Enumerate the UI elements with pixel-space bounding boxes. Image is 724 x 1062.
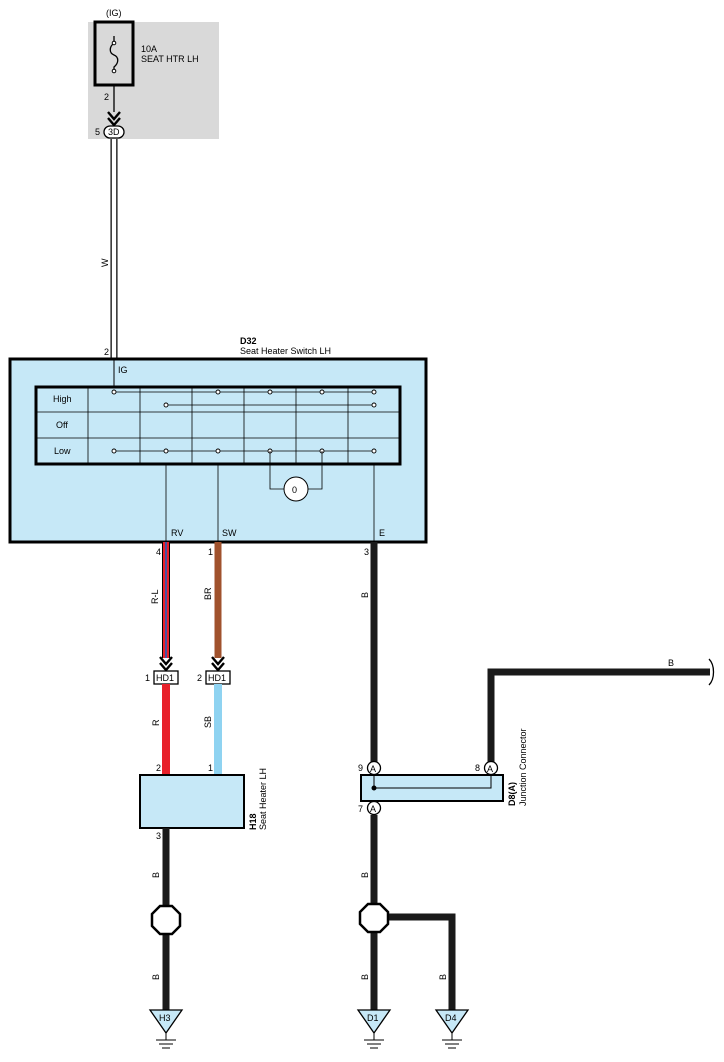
switch-ig-pin: 2 — [104, 347, 109, 357]
fuse-terminal-top — [111, 40, 117, 46]
wire-b-d1-label: B — [360, 974, 370, 980]
junction-pin-8: 8 — [475, 763, 480, 773]
junction-tag-9 — [366, 760, 382, 776]
heater-code: H18 — [248, 813, 258, 830]
ground-h3-icon — [148, 1009, 184, 1035]
junction-tag-7-label: A — [370, 804, 376, 814]
chevron-hd1-1a-icon — [159, 656, 173, 666]
fuse-terminal-bottom — [111, 68, 117, 74]
ground-d1-icon — [356, 1009, 392, 1035]
junction-node — [371, 785, 377, 791]
ground-h3-label: H3 — [159, 1013, 171, 1023]
wire-b-d4-label: B — [438, 974, 448, 980]
ground-h3-symbol — [156, 1033, 176, 1049]
switch-ig-label: IG — [118, 365, 128, 375]
junction-name: Junction Connector — [518, 728, 528, 806]
heater-name: Seat Heater LH — [258, 768, 268, 830]
wire-b-e-label: B — [360, 592, 370, 598]
terminal-rv-pin: 4 — [156, 547, 161, 557]
wire-b-top — [487, 668, 710, 762]
connector-hd1-1-code: HD1 — [156, 673, 174, 683]
junction-tag-8-label: A — [487, 764, 493, 774]
chevron-hd1-2b-icon — [211, 662, 225, 672]
wire-b-h3-label: B — [151, 974, 161, 980]
switch-row-high: High — [53, 394, 72, 404]
switch-name: Seat Heater Switch LH — [240, 346, 331, 356]
switch-row-low: Low — [54, 446, 71, 456]
connector-hd1-2-pin: 2 — [197, 673, 202, 683]
junction-bus — [373, 775, 492, 789]
chevron-3d-b-icon — [107, 117, 121, 127]
wire-b-jc-label: B — [360, 872, 370, 878]
junction-tag-7 — [366, 800, 382, 816]
wire-b-h18-label: B — [151, 872, 161, 878]
junction-pin-9: 9 — [358, 763, 363, 773]
connector-3d-pin: 5 — [95, 127, 100, 137]
splice-h18 — [150, 904, 182, 936]
seat-heater — [139, 774, 245, 829]
wire-b-top-label: B — [668, 658, 674, 668]
junction-code: D8(A) — [507, 782, 517, 806]
connector-hd1-2-code: HD1 — [208, 673, 226, 683]
terminal-e-pin: 3 — [364, 547, 369, 557]
terminal-sw-pin: 1 — [208, 547, 213, 557]
connector-3d-code: 3D — [108, 127, 120, 137]
junction-tag-9-label: A — [370, 764, 376, 774]
wire-sb-label: SB — [203, 716, 213, 728]
heater-pin-3: 3 — [156, 831, 161, 841]
indicator-lamp-icon — [283, 476, 309, 502]
splice-jc — [358, 902, 390, 934]
ground-d1-symbol — [364, 1033, 384, 1049]
wire-w-label: W — [100, 258, 110, 267]
fuse-ig-label: (IG) — [106, 8, 122, 18]
chevron-hd1-1b-icon — [159, 662, 173, 672]
fuse-name: SEAT HTR LH — [141, 54, 199, 64]
indicator-label: 0 — [292, 485, 297, 495]
switch-code: D32 — [240, 336, 257, 346]
terminal-sw-label: SW — [222, 528, 237, 538]
wire-r-label: R — [151, 719, 161, 726]
heater-pin-1: 1 — [208, 763, 213, 773]
chevron-hd1-2a-icon — [211, 656, 225, 666]
wire-b-d4 — [374, 913, 456, 1010]
fuse-pin: 2 — [104, 92, 109, 102]
chevron-3d-a-icon — [107, 111, 121, 121]
wire-br-label: BR — [203, 587, 213, 600]
ground-d4-symbol — [442, 1033, 462, 1049]
high-contact-dots — [111, 389, 377, 408]
switch-row-off: Off — [56, 420, 68, 430]
terminal-e-label: E — [379, 528, 385, 538]
connector-3d — [103, 125, 125, 139]
heater-pin-2: 2 — [156, 763, 161, 773]
fuse-amps: 10A — [141, 44, 157, 54]
ground-d1-label: D1 — [367, 1013, 379, 1023]
wire-continuation-icon — [708, 658, 715, 686]
ground-d4-icon — [434, 1009, 470, 1035]
fuse-block-background — [88, 22, 219, 139]
junction-pin-7: 7 — [358, 804, 363, 814]
connector-hd1-1-pin: 1 — [145, 673, 150, 683]
wire-rl-label: R-L — [150, 589, 160, 604]
ground-d4-label: D4 — [445, 1013, 457, 1023]
junction-tag-8 — [483, 760, 499, 776]
terminal-rv-label: RV — [171, 528, 183, 538]
